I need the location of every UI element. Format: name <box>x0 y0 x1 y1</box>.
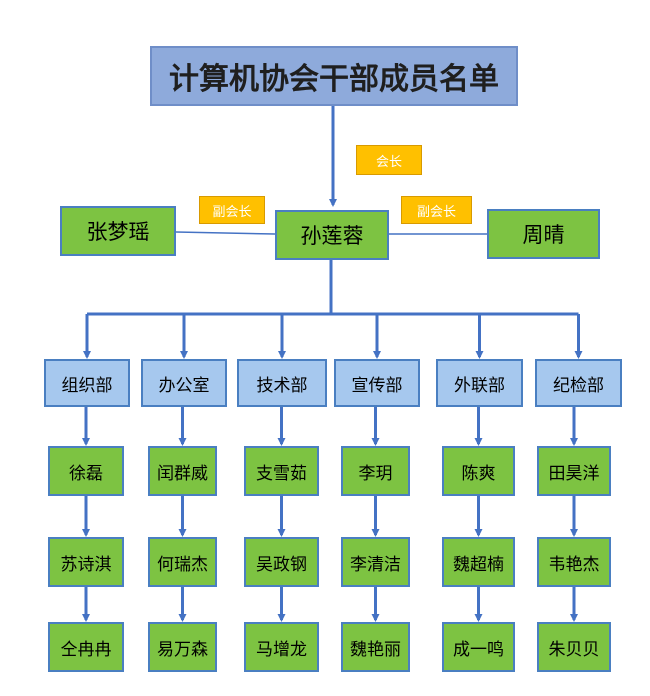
department-box: 纪检部 <box>535 359 622 407</box>
member-box: 朱贝贝 <box>537 622 611 672</box>
member-box: 苏诗淇 <box>48 537 124 587</box>
member-box: 田昊洋 <box>537 446 611 496</box>
department-box: 外联部 <box>436 359 523 407</box>
member-box: 成一鸣 <box>442 622 515 672</box>
president: 孙莲蓉 <box>275 210 389 260</box>
vice-president-role-tag-left: 副会长 <box>199 196 265 224</box>
member-box: 李玥 <box>341 446 410 496</box>
department-box: 宣传部 <box>334 359 420 407</box>
member-box: 魏超楠 <box>442 537 515 587</box>
department-box: 组织部 <box>44 359 130 407</box>
vice-president-role-tag-right: 副会长 <box>401 196 472 224</box>
member-box: 李清洁 <box>341 537 410 587</box>
member-box: 韦艳杰 <box>537 537 611 587</box>
member-box: 仝冉冉 <box>48 622 124 672</box>
member-box: 支雪茹 <box>244 446 319 496</box>
department-box: 技术部 <box>237 359 327 407</box>
member-box: 易万森 <box>148 622 217 672</box>
chart-title: 计算机协会干部成员名单 <box>150 46 518 106</box>
vice-president-right: 周晴 <box>487 209 600 259</box>
member-box: 马增龙 <box>244 622 319 672</box>
member-box: 闰群威 <box>148 446 217 496</box>
member-box: 吴政钢 <box>244 537 319 587</box>
vice-president-left: 张梦瑶 <box>60 206 176 256</box>
member-box: 徐磊 <box>48 446 124 496</box>
member-box: 魏艳丽 <box>341 622 410 672</box>
president-to-vice-left-line <box>175 231 276 235</box>
member-box: 何瑞杰 <box>148 537 217 587</box>
department-box: 办公室 <box>141 359 227 407</box>
member-box: 陈爽 <box>442 446 515 496</box>
president-role-tag: 会长 <box>356 145 422 175</box>
